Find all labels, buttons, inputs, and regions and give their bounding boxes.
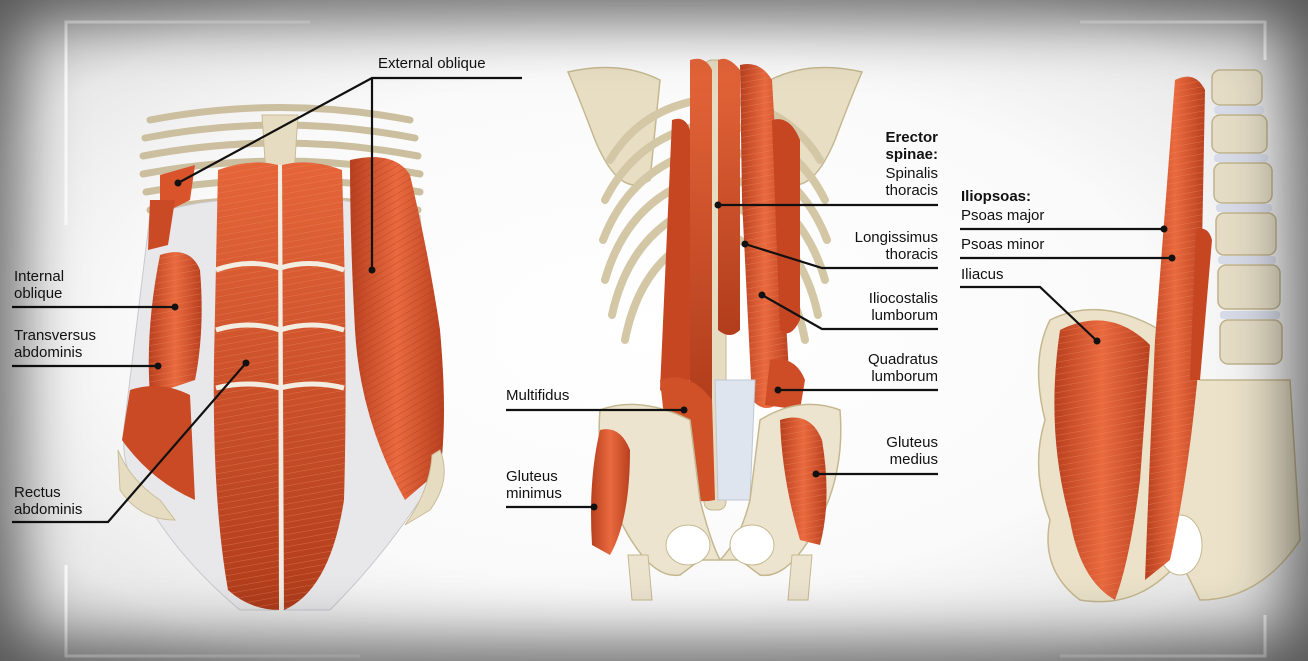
rectus-abdominis-muscle: [214, 162, 346, 612]
thoracolumbar-fascia: [715, 380, 755, 500]
label-spinalis-thoracis: Spinalis thoracis: [800, 165, 938, 199]
spinalis-thoracis-muscle: [690, 59, 712, 405]
label-quadratus-lumborum: Quadratus lumborum: [800, 351, 938, 385]
gluteus-minimus-muscle: [591, 429, 630, 555]
iliopsoas-figure: [1039, 70, 1300, 602]
quadratus-lumborum-muscle: [765, 359, 805, 410]
label-external-oblique: External oblique: [378, 55, 486, 72]
label-erector-spinae: Erector spinae:: [800, 129, 938, 163]
label-psoas-minor: Psoas minor: [961, 236, 1044, 253]
label-multifidus: Multifidus: [506, 387, 569, 404]
label-iliacus: Iliacus: [961, 266, 1004, 283]
label-iliopsoas: Iliopsoas:: [961, 188, 1031, 205]
lumbar-vertebrae: [1212, 70, 1282, 364]
label-gluteus-minimus: Gluteus minimus: [506, 468, 562, 502]
label-rectus-abdominis: Rectus abdominis: [14, 484, 82, 518]
label-internal-oblique: Internal oblique: [14, 268, 64, 302]
scapula-left: [568, 68, 660, 186]
label-longissimus-thoracis: Longissimus thoracis: [800, 229, 938, 263]
abdomen-figure: [118, 108, 444, 613]
label-transversus-abdominis: Transversus abdominis: [14, 327, 96, 361]
label-iliocostalis-lumborum: Iliocostalis lumborum: [800, 290, 938, 324]
label-gluteus-medius: Gluteus medius: [800, 434, 938, 468]
label-psoas-major: Psoas major: [961, 207, 1044, 224]
